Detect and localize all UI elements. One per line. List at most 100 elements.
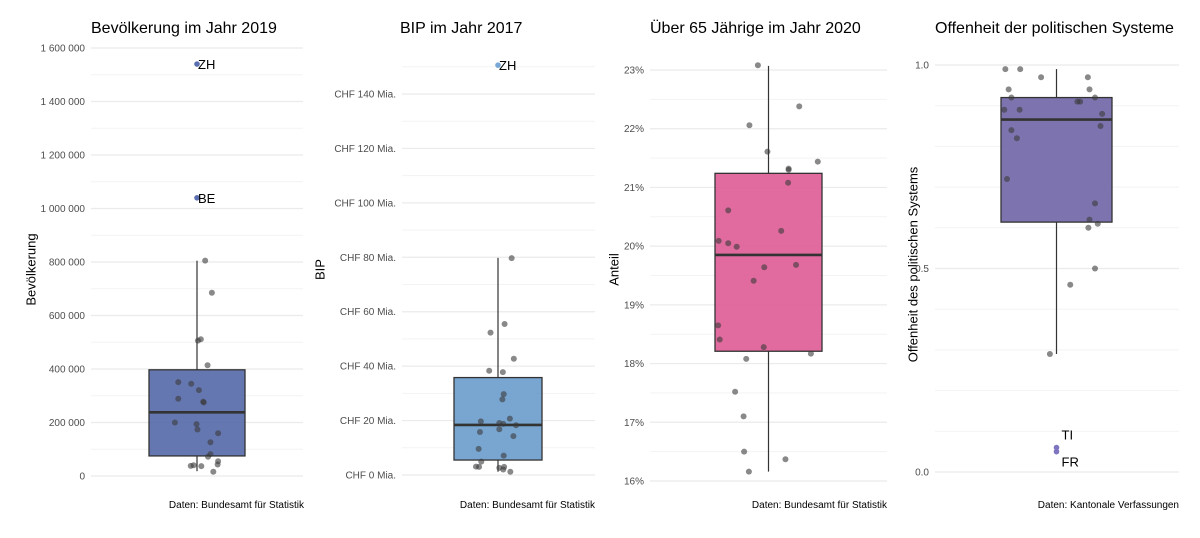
data-point (1008, 94, 1015, 101)
data-point (1092, 265, 1098, 272)
data-point (486, 367, 493, 374)
data-point (1086, 86, 1093, 93)
data-point (782, 456, 789, 463)
data-point (785, 166, 792, 173)
data-point (175, 379, 182, 386)
data-point (785, 179, 792, 186)
data-point (1002, 66, 1009, 73)
data-point (500, 452, 507, 459)
data-point (1017, 66, 1024, 73)
data-point (204, 362, 211, 369)
y-tick-label: CHF 20 Mia. (340, 416, 396, 427)
data-point (476, 429, 483, 436)
y-tick-label: CHF 140 Mia. (334, 90, 396, 101)
data-point (500, 466, 507, 473)
y-tick-label: 22% (624, 124, 644, 135)
outlier-point (194, 195, 200, 201)
data-point (501, 320, 508, 327)
y-tick-label: CHF 40 Mia. (340, 362, 396, 373)
data-point (475, 445, 482, 452)
data-point (1046, 350, 1053, 357)
data-point (740, 413, 747, 420)
data-point (715, 237, 722, 244)
y-tick-label: 0 (79, 472, 85, 483)
data-point (733, 243, 740, 250)
chart-title: BIP im Jahr 2017 (400, 20, 523, 37)
data-point (1097, 123, 1104, 130)
data-point (754, 62, 761, 69)
y-tick-label: 1 400 000 (41, 97, 86, 108)
panel-over-65: Über 65 Jährige im Jahr 2020 Anteil 16%1… (600, 0, 895, 538)
data-point (1038, 74, 1045, 81)
outlier-label: TI (1062, 428, 1074, 443)
chart-title: Über 65 Jährige im Jahr 2020 (650, 20, 861, 37)
data-point (793, 261, 800, 268)
data-point (190, 462, 197, 469)
data-point (1099, 110, 1106, 117)
outlier-label: BE (198, 191, 216, 206)
data-point (496, 426, 503, 433)
panel-political-openness: Offenheit der politischen Systeme Offenh… (895, 0, 1200, 538)
data-point (506, 415, 513, 422)
data-point (778, 227, 785, 234)
y-tick-label: CHF 60 Mia. (340, 307, 396, 318)
y-tick-label: 1 200 000 (41, 151, 86, 162)
y-tick-label: 19% (624, 300, 644, 311)
data-point (1067, 281, 1074, 288)
data-point (1004, 175, 1010, 182)
data-point (715, 322, 722, 329)
data-point (814, 158, 821, 165)
data-point (215, 430, 222, 437)
box (453, 376, 543, 461)
y-tick-label: 1.0 (915, 61, 929, 72)
data-point (750, 277, 757, 284)
data-point (764, 148, 771, 155)
y-tick-label: 21% (624, 183, 644, 194)
data-source-caption: Daten: Bundesamt für Statistik (459, 500, 595, 511)
data-point (1084, 74, 1091, 81)
data-point (188, 380, 195, 387)
data-point (1008, 127, 1015, 134)
data-source-caption: Daten: Kantonale Verfassungen (1037, 500, 1179, 511)
data-point (487, 329, 494, 336)
plot-area: CHF 0 Mia.CHF 20 Mia.CHF 40 Mia.CHF 60 M… (334, 58, 595, 482)
plot-area: 16%17%18%19%20%21%22%23% (624, 62, 887, 488)
data-point (725, 207, 732, 214)
chart-title: Bevölkerung im Jahr 2019 (91, 20, 277, 37)
y-tick-label: CHF 100 Mia. (334, 198, 396, 209)
data-point (1094, 220, 1101, 227)
data-point (210, 468, 217, 475)
data-point (760, 344, 767, 351)
data-source-caption: Daten: Bundesamt für Statistik (751, 500, 887, 511)
y-tick-label: 600 000 (49, 311, 86, 322)
data-point (725, 240, 732, 247)
data-point (732, 388, 739, 395)
data-point (198, 463, 205, 470)
outlier-point (1053, 448, 1060, 455)
data-point (202, 257, 209, 264)
data-source-caption: Daten: Bundesamt für Statistik (168, 500, 304, 511)
y-tick-label: 1 000 000 (41, 204, 86, 215)
y-tick-label: 17% (624, 418, 644, 429)
data-point (499, 396, 506, 403)
data-point (478, 458, 485, 465)
data-point (208, 289, 215, 296)
data-point (508, 255, 515, 262)
y-tick-label: 16% (624, 477, 644, 488)
y-tick-label: 0.0 (915, 468, 929, 479)
data-point (1013, 135, 1020, 142)
data-point (200, 399, 207, 406)
data-point (1092, 200, 1098, 207)
data-point (171, 419, 178, 426)
data-point (1086, 216, 1093, 223)
y-tick-label: 0.5 (915, 264, 929, 275)
data-point (205, 453, 212, 460)
data-point (513, 422, 520, 429)
data-point (194, 426, 201, 433)
data-point (507, 468, 514, 475)
data-point (476, 463, 483, 470)
data-point (1085, 224, 1092, 231)
